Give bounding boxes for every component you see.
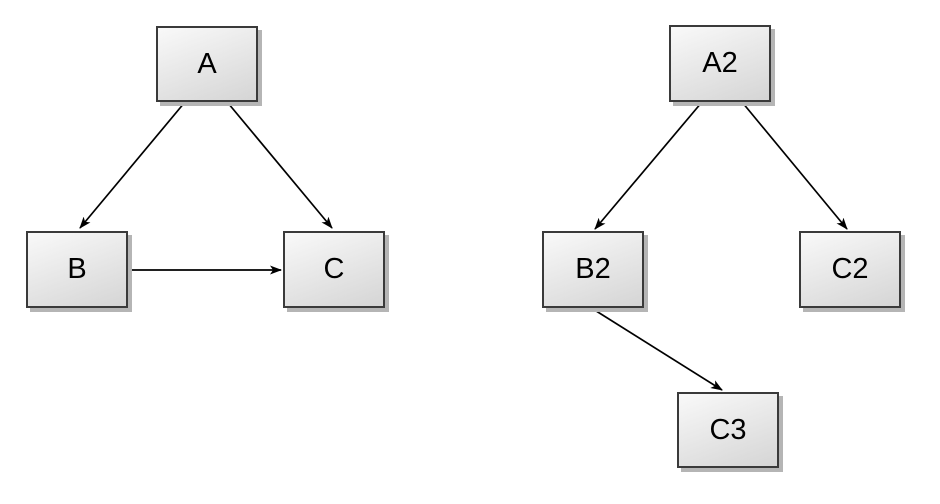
graph-node-b2[interactable]: B2 (542, 231, 644, 308)
node-label: C2 (831, 253, 869, 285)
graph-node-c2[interactable]: C2 (799, 231, 901, 308)
node-label: A2 (702, 47, 738, 79)
node-label: B2 (575, 253, 611, 285)
edge-a-b[interactable] (79, 101, 186, 229)
graph-node-a[interactable]: A (156, 26, 258, 102)
edge-b2-c3[interactable] (592, 308, 723, 391)
edge-a2-c2[interactable] (741, 101, 848, 230)
node-label: A (197, 47, 217, 80)
graph-node-b[interactable]: B (26, 231, 128, 308)
graph-node-c3[interactable]: C3 (677, 392, 779, 468)
node-label: C3 (709, 413, 747, 446)
graph-node-c[interactable]: C (283, 231, 385, 308)
graph-node-a2[interactable]: A2 (669, 25, 771, 102)
node-label: C (323, 253, 345, 285)
edge-a-c[interactable] (227, 102, 333, 229)
edge-a2-b2[interactable] (594, 101, 703, 230)
edges-group (79, 101, 848, 391)
node-label: B (67, 253, 87, 285)
